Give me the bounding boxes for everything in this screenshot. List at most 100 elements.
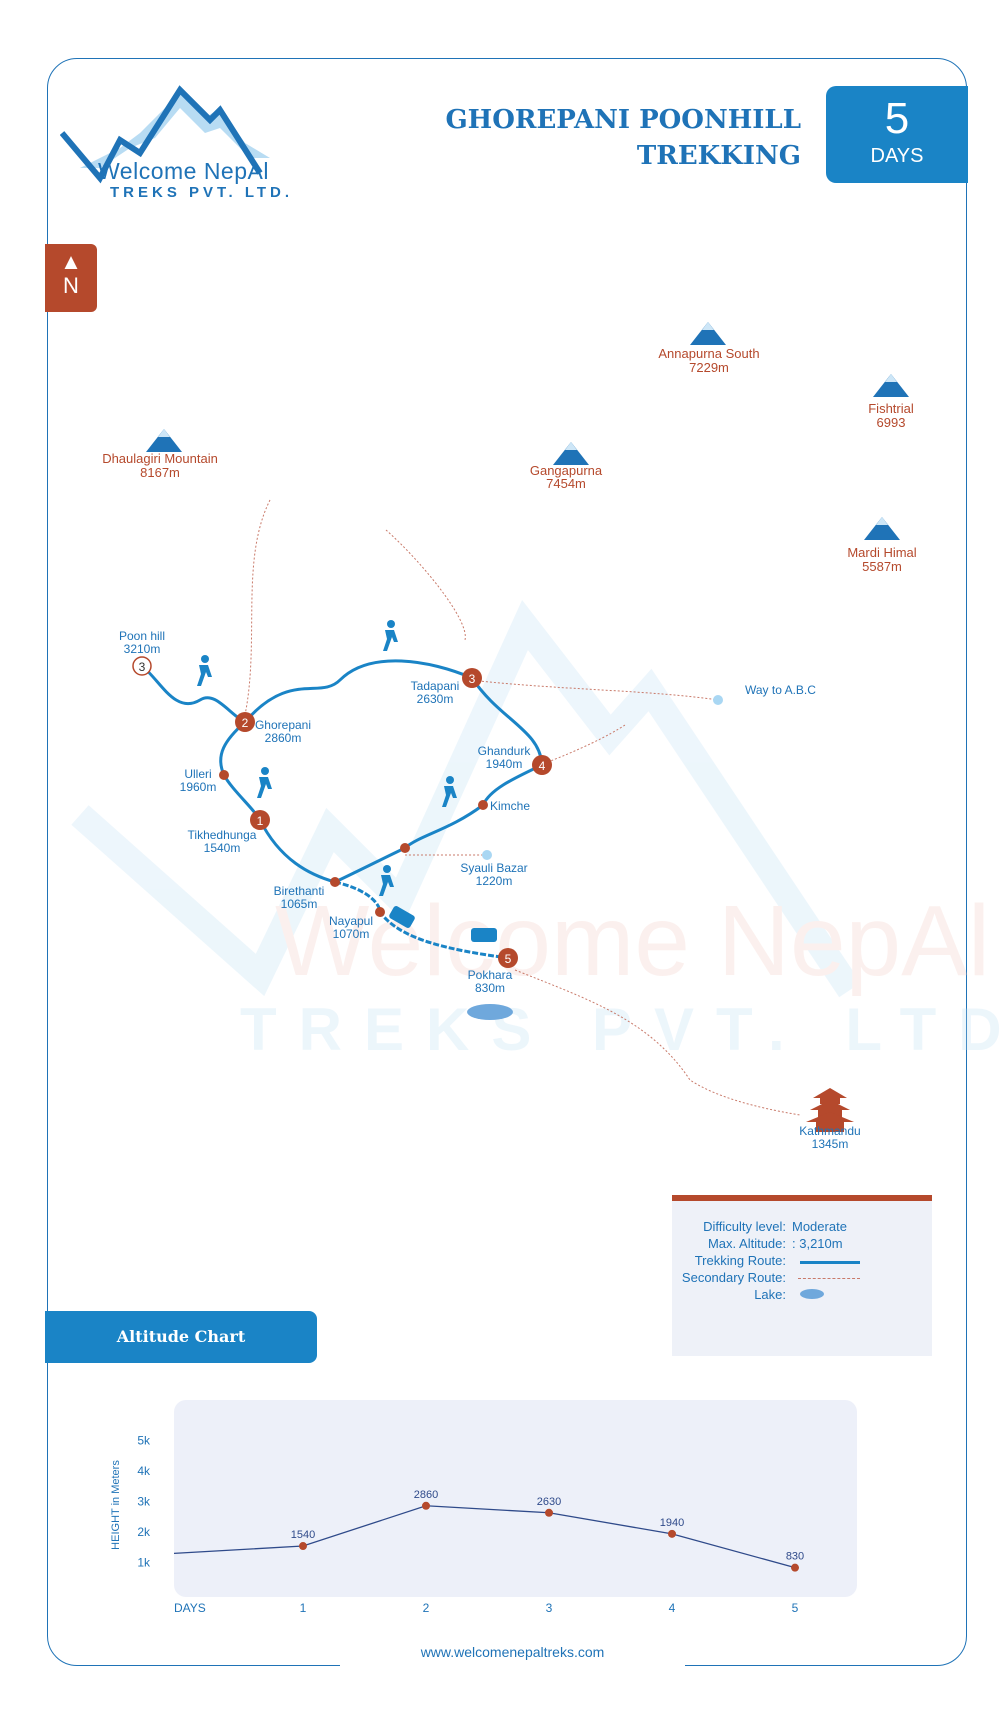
altitude-chart-title: Altitude Chart bbox=[45, 1311, 317, 1363]
place-altitude: 1065m bbox=[281, 897, 318, 911]
chart-y-tick: 3k bbox=[137, 1495, 151, 1509]
lake-icon bbox=[467, 1004, 513, 1020]
place-altitude: 830m bbox=[475, 981, 505, 995]
watermark-sub: TREKS PVT. LTD. bbox=[240, 996, 1001, 1063]
chart-point bbox=[299, 1542, 307, 1551]
place-altitude: 1940m bbox=[486, 757, 523, 771]
chart-y-axis-label: HEIGHT in Meters bbox=[110, 1460, 122, 1550]
hiker-icon bbox=[442, 776, 457, 807]
place-name: Nayapul bbox=[329, 914, 373, 928]
chart-data-label: 2630 bbox=[537, 1496, 561, 1508]
legend-row: Max. Altitude: : 3,210m bbox=[672, 1236, 932, 1253]
legend-key: Max. Altitude: bbox=[707, 1236, 786, 1251]
place-name: Tikhedhunga bbox=[188, 828, 257, 842]
mountain-icon bbox=[146, 429, 182, 452]
company-logo-icon bbox=[60, 85, 270, 184]
watermark: Welcome NepAl TREKS PVT. LTD. bbox=[71, 599, 1001, 1063]
secondary-routes bbox=[244, 499, 801, 1116]
frame-gap bbox=[340, 1660, 685, 1670]
chart-y-tick: 5k bbox=[137, 1434, 151, 1448]
mountain-icon bbox=[873, 374, 909, 397]
place-altitude: 1070m bbox=[333, 927, 370, 941]
stage-number: 1 bbox=[257, 814, 264, 828]
legend-row: Lake: bbox=[672, 1287, 932, 1304]
north-arrow-icon: ▲ bbox=[60, 249, 82, 274]
mountain-name: Annapurna South bbox=[658, 346, 759, 361]
chart-x-axis-label: DAYS bbox=[174, 1601, 206, 1615]
chart-x-tick: 4 bbox=[669, 1601, 676, 1615]
lake-swatch-icon bbox=[800, 1289, 824, 1299]
stage-marker-ghandurk: 4 bbox=[532, 755, 552, 775]
place-name: Poon hill bbox=[119, 629, 165, 643]
place-name: Ghandurk bbox=[478, 744, 532, 758]
stage-marker-tadapani: 3 bbox=[462, 668, 482, 688]
chart-point bbox=[668, 1529, 676, 1538]
hiker-icon bbox=[383, 620, 398, 651]
place-name: Tadapani bbox=[411, 679, 460, 693]
mountain-altitude: 7229m bbox=[689, 360, 729, 375]
north-indicator: ▲ N bbox=[45, 244, 97, 312]
waypoint-dot bbox=[713, 695, 723, 705]
hiker-icon bbox=[197, 655, 212, 686]
chart-data-label: 1540 bbox=[291, 1529, 315, 1541]
stage-number: 2 bbox=[242, 716, 249, 730]
legend-key: Difficulty level: bbox=[703, 1219, 786, 1234]
stage-markers: 3 2 1 3 4 5 bbox=[132, 656, 552, 968]
north-letter: N bbox=[63, 273, 79, 298]
mountain-icon bbox=[690, 322, 726, 345]
mountain-icon bbox=[864, 517, 900, 540]
chart-data-label: 1940 bbox=[660, 1517, 684, 1529]
mountain-altitude: 8167m bbox=[140, 465, 180, 480]
temple-icon bbox=[806, 1088, 854, 1132]
days-number: 5 bbox=[884, 94, 910, 143]
mountain-icon bbox=[553, 442, 589, 465]
legend-value: Moderate bbox=[792, 1219, 847, 1234]
place-altitude: 2860m bbox=[265, 731, 302, 745]
mountain-altitude: 6993 bbox=[877, 415, 906, 430]
place-altitude: 2630m bbox=[417, 692, 454, 706]
mountain-name: Dhaulagiri Mountain bbox=[102, 451, 218, 466]
legend-row: Trekking Route: bbox=[672, 1253, 932, 1270]
place-name: Ulleri bbox=[184, 767, 211, 781]
company-subtitle: TREKS PVT. LTD. bbox=[110, 184, 294, 201]
stage-number: 3 bbox=[469, 672, 476, 686]
days-label: DAYS bbox=[870, 145, 924, 167]
stage-marker-pokhara: 5 bbox=[498, 948, 518, 968]
mountain-altitude: 7454m bbox=[546, 476, 586, 491]
trekking-route-swatch bbox=[800, 1261, 860, 1264]
chart-y-tick: 2k bbox=[137, 1525, 151, 1539]
stage-marker-poonhill: 3 bbox=[132, 656, 152, 676]
waypoint-dot bbox=[330, 877, 340, 887]
mountain-name: Mardi Himal bbox=[847, 545, 916, 560]
mountain-name: Gangapurna bbox=[530, 463, 603, 478]
company-name: Welcome NepAl bbox=[98, 158, 269, 184]
website-link[interactable]: www.welcomenepaltreks.com bbox=[420, 1644, 605, 1660]
title-line-2: TREKKING bbox=[636, 141, 801, 171]
chart-point bbox=[422, 1501, 430, 1510]
place-altitude: 1960m bbox=[180, 780, 217, 794]
place-name: Syauli Bazar bbox=[460, 861, 527, 875]
waypoint-dot bbox=[482, 850, 492, 860]
legend-panel: Difficulty level: Moderate Max. Altitude… bbox=[672, 1195, 932, 1356]
chart-x-tick: 3 bbox=[546, 1601, 553, 1615]
waypoints bbox=[219, 695, 723, 917]
place-name: Kathmandu bbox=[799, 1124, 860, 1138]
stage-number: 3 bbox=[139, 660, 146, 674]
watermark-text: Welcome NepAl bbox=[275, 885, 990, 997]
secondary-route-swatch bbox=[798, 1278, 860, 1279]
place-altitude: 1220m bbox=[476, 874, 513, 888]
chart-point bbox=[545, 1508, 553, 1517]
place-altitude: 1345m bbox=[812, 1137, 849, 1151]
place-altitude: 1540m bbox=[204, 841, 241, 855]
mountain-altitude: 5587m bbox=[862, 559, 902, 574]
mountain-name: Fishtrial bbox=[868, 401, 914, 416]
legend-key: Secondary Route: bbox=[681, 1270, 786, 1285]
chart-x-tick: 2 bbox=[423, 1601, 430, 1615]
chart-points bbox=[299, 1501, 799, 1572]
hiker-icon bbox=[379, 865, 394, 896]
chart-x-tick: 5 bbox=[792, 1601, 799, 1615]
chart-data-label: 2860 bbox=[414, 1489, 438, 1501]
